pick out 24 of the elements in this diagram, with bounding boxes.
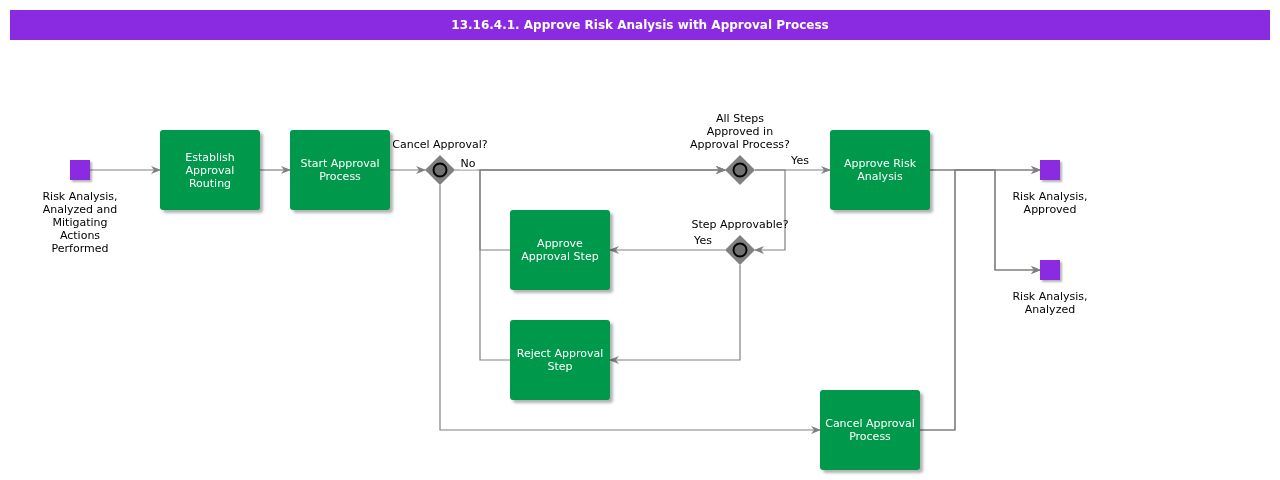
task-box: Approve Approval Step: [510, 210, 610, 290]
gateway-label: All Steps Approved in Approval Process?: [690, 112, 790, 151]
arrow: [259, 166, 291, 174]
task-box: Start Approval Process: [290, 130, 390, 210]
arrow: [609, 264, 741, 364]
task-box: Cancel Approval Process: [820, 390, 920, 470]
edge-label: Yes: [790, 153, 810, 167]
arrow: [479, 166, 726, 361]
gateway-label: Step Approvable?: [691, 218, 789, 231]
event-label: Risk Analysis, Approved: [1011, 190, 1089, 216]
edge-label: No: [459, 156, 477, 170]
arrow: [389, 166, 426, 174]
arrow: [754, 169, 786, 254]
task-box: Approve Risk Analysis: [830, 130, 930, 210]
event-label: Risk Analysis, Analyzed: [1011, 290, 1089, 316]
title-bar: 13.16.4.1. Approve Risk Analysis with Approval Process: [10, 10, 1270, 40]
task-box: Establish Approval Routing: [160, 130, 260, 210]
gateway-label: Cancel Approval?: [392, 138, 488, 151]
arrow: [609, 246, 726, 254]
event-label: Risk Analysis, Analyzed and Mitigating Actions Performed: [41, 190, 119, 255]
arrow: [439, 184, 821, 434]
task-box: Reject Approval Step: [510, 320, 610, 400]
edge-label: Yes: [693, 233, 713, 247]
arrow: [89, 166, 161, 174]
